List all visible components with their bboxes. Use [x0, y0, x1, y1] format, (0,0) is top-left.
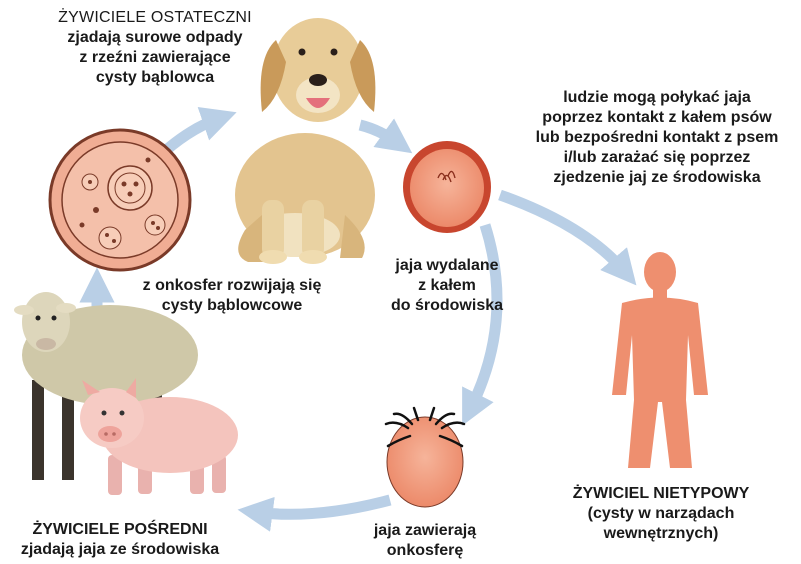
intermediate-host-label: ŻYWICIELE POŚREDNI zjadają jaja ze środo…	[0, 520, 240, 560]
cysts-develop-line-1: z onkosfer rozwijają się	[112, 276, 352, 296]
cysts-develop-line-2: cysty bąblowcowe	[112, 296, 352, 316]
human-route-line-2: poprzez kontakt z kałem psów	[512, 108, 801, 128]
eggs-excreted-line-2: z kałem	[372, 276, 522, 296]
aberrant-host-line-2: wewnętrznych)	[546, 524, 776, 544]
intermediate-host-heading: ŻYWICIELE POŚREDNI	[0, 520, 240, 540]
human-route-line-3: lub bezpośredni kontakt z psem	[512, 128, 801, 148]
definitive-host-line-3: cysty bąblowca	[40, 68, 270, 88]
aberrant-host-label: ŻYWICIEL NIETYPOWY (cysty w narządach we…	[546, 484, 776, 544]
aberrant-host-line-1: (cysty w narządach	[546, 504, 776, 524]
eggs-oncosphere-label: jaja zawierają onkosferę	[360, 521, 490, 561]
eggs-excreted-label: jaja wydalane z kałem do środowiska	[372, 256, 522, 316]
arrow-oncosphere-to-sheep	[255, 500, 390, 514]
cysts-develop-label: z onkosfer rozwijają się cysty bąblowcow…	[112, 276, 352, 316]
eggs-oncosphere-line-2: onkosferę	[360, 541, 490, 561]
arrow-egg-to-oncosphere-egg	[470, 225, 497, 410]
definitive-host-heading: ŻYWICIELE OSTATECZNI	[40, 8, 270, 28]
intermediate-host-subtext: zjadają jaja ze środowiska	[0, 540, 240, 560]
hydatid-cyst-illustration	[50, 130, 190, 270]
definitive-host-line-1: zjadają surowe odpady	[40, 28, 270, 48]
eggs-excreted-line-3: do środowiska	[372, 296, 522, 316]
human-transmission-text: ludzie mogą połykać jaja poprzez kontakt…	[512, 88, 801, 188]
definitive-host-line-2: z rzeźni zawierające	[40, 48, 270, 68]
human-silhouette	[612, 252, 708, 468]
oncosphere-egg-illustration	[386, 408, 464, 507]
egg-illustration	[403, 141, 491, 233]
human-route-line-5: zjedzenie jaj ze środowiska	[512, 168, 801, 188]
eggs-oncosphere-line-1: jaja zawierają	[360, 521, 490, 541]
eggs-excreted-line-1: jaja wydalane	[372, 256, 522, 276]
arrow-dog-to-egg	[360, 125, 398, 143]
human-route-line-1: ludzie mogą połykać jaja	[512, 88, 801, 108]
definitive-host-label: ŻYWICIELE OSTATECZNI zjadają surowe odpa…	[40, 8, 270, 88]
human-route-line-4: i/lub zarażać się poprzez	[512, 148, 801, 168]
aberrant-host-heading: ŻYWICIEL NIETYPOWY	[546, 484, 776, 504]
